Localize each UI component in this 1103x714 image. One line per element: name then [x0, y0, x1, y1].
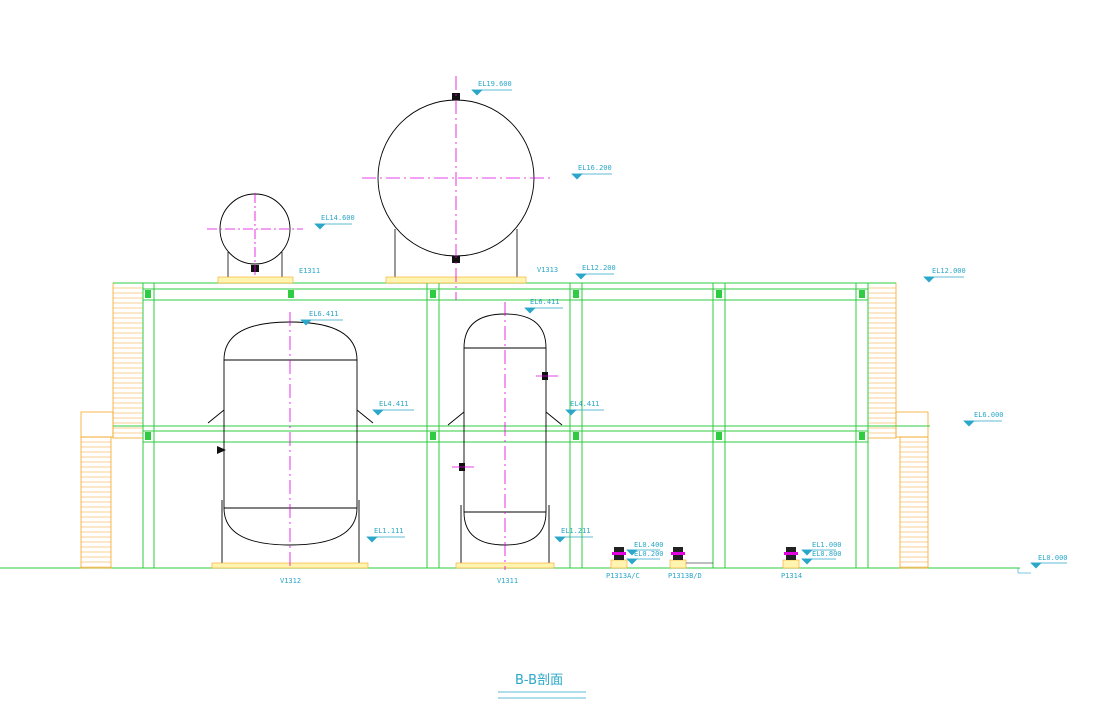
pump-p1313bd [669, 547, 713, 569]
tag-pump-b: P1313B/D [668, 572, 702, 580]
label-v1311-nozzle: EL4.411 [570, 400, 600, 408]
tag-v1312: V1312 [280, 577, 301, 585]
right-lower-stair [895, 411, 929, 569]
beam-section-marker [430, 432, 436, 440]
label-pump-c-1: EL1.000 [812, 541, 842, 549]
tag-v1313: V1313 [537, 266, 558, 274]
label-deck-upper-a: EL12.200 [582, 264, 616, 272]
steel-frame [113, 282, 930, 568]
e1311-saddle [217, 276, 294, 284]
label-v1311-bottom: EL1.211 [561, 527, 591, 535]
beam-section-marker [145, 290, 151, 298]
beam-section-marker [573, 290, 579, 298]
label-v1312-top: EL6.411 [309, 310, 339, 318]
label-deck-upper-b: EL12.000 [932, 267, 966, 275]
v1312-vessel [207, 312, 374, 570]
label-v1313-center: EL16.200 [578, 164, 612, 172]
label-pump-a-2: EL0.200 [634, 550, 664, 558]
pump-p1313ac [610, 547, 628, 569]
drawing-title: B-B剖面 [515, 673, 563, 688]
e1311-exchanger [207, 193, 303, 284]
beam-section-marker [145, 432, 151, 440]
label-grade: EL0.000 [1038, 554, 1068, 562]
label-v1312-nozzle: EL4.411 [379, 400, 409, 408]
elevation-markers [300, 89, 1067, 574]
beam-section-marker [573, 432, 579, 440]
label-e1311-center: EL14.600 [321, 214, 355, 222]
label-pump-c-2: EL0.800 [812, 550, 842, 558]
pump-p1314 [782, 547, 800, 569]
beam-section-marker [716, 432, 722, 440]
tag-pump-c: P1314 [781, 572, 802, 580]
label-deck-middle: EL6.000 [974, 411, 1004, 419]
tag-pump-a: P1313A/C [606, 572, 640, 580]
beam-section-marker [288, 290, 294, 298]
label-pump-a-1: EL0.400 [634, 541, 664, 549]
beam-section-marker [859, 290, 865, 298]
beam-section-marker [859, 432, 865, 440]
beam-section-marker [430, 290, 436, 298]
right-upper-stair [867, 282, 897, 439]
left-upper-stair [112, 282, 144, 439]
tag-v1311: V1311 [497, 577, 518, 585]
label-v1311-top: EL6.411 [530, 298, 560, 306]
label-v1313-top: EL19.600 [478, 80, 512, 88]
tag-e1311: E1311 [299, 267, 320, 275]
left-lower-stair [80, 411, 114, 569]
label-v1312-bottom: EL1.111 [374, 527, 404, 535]
v1311-vessel [447, 302, 563, 570]
v1313-vessel [362, 76, 552, 300]
beam-section-marker [716, 290, 722, 298]
